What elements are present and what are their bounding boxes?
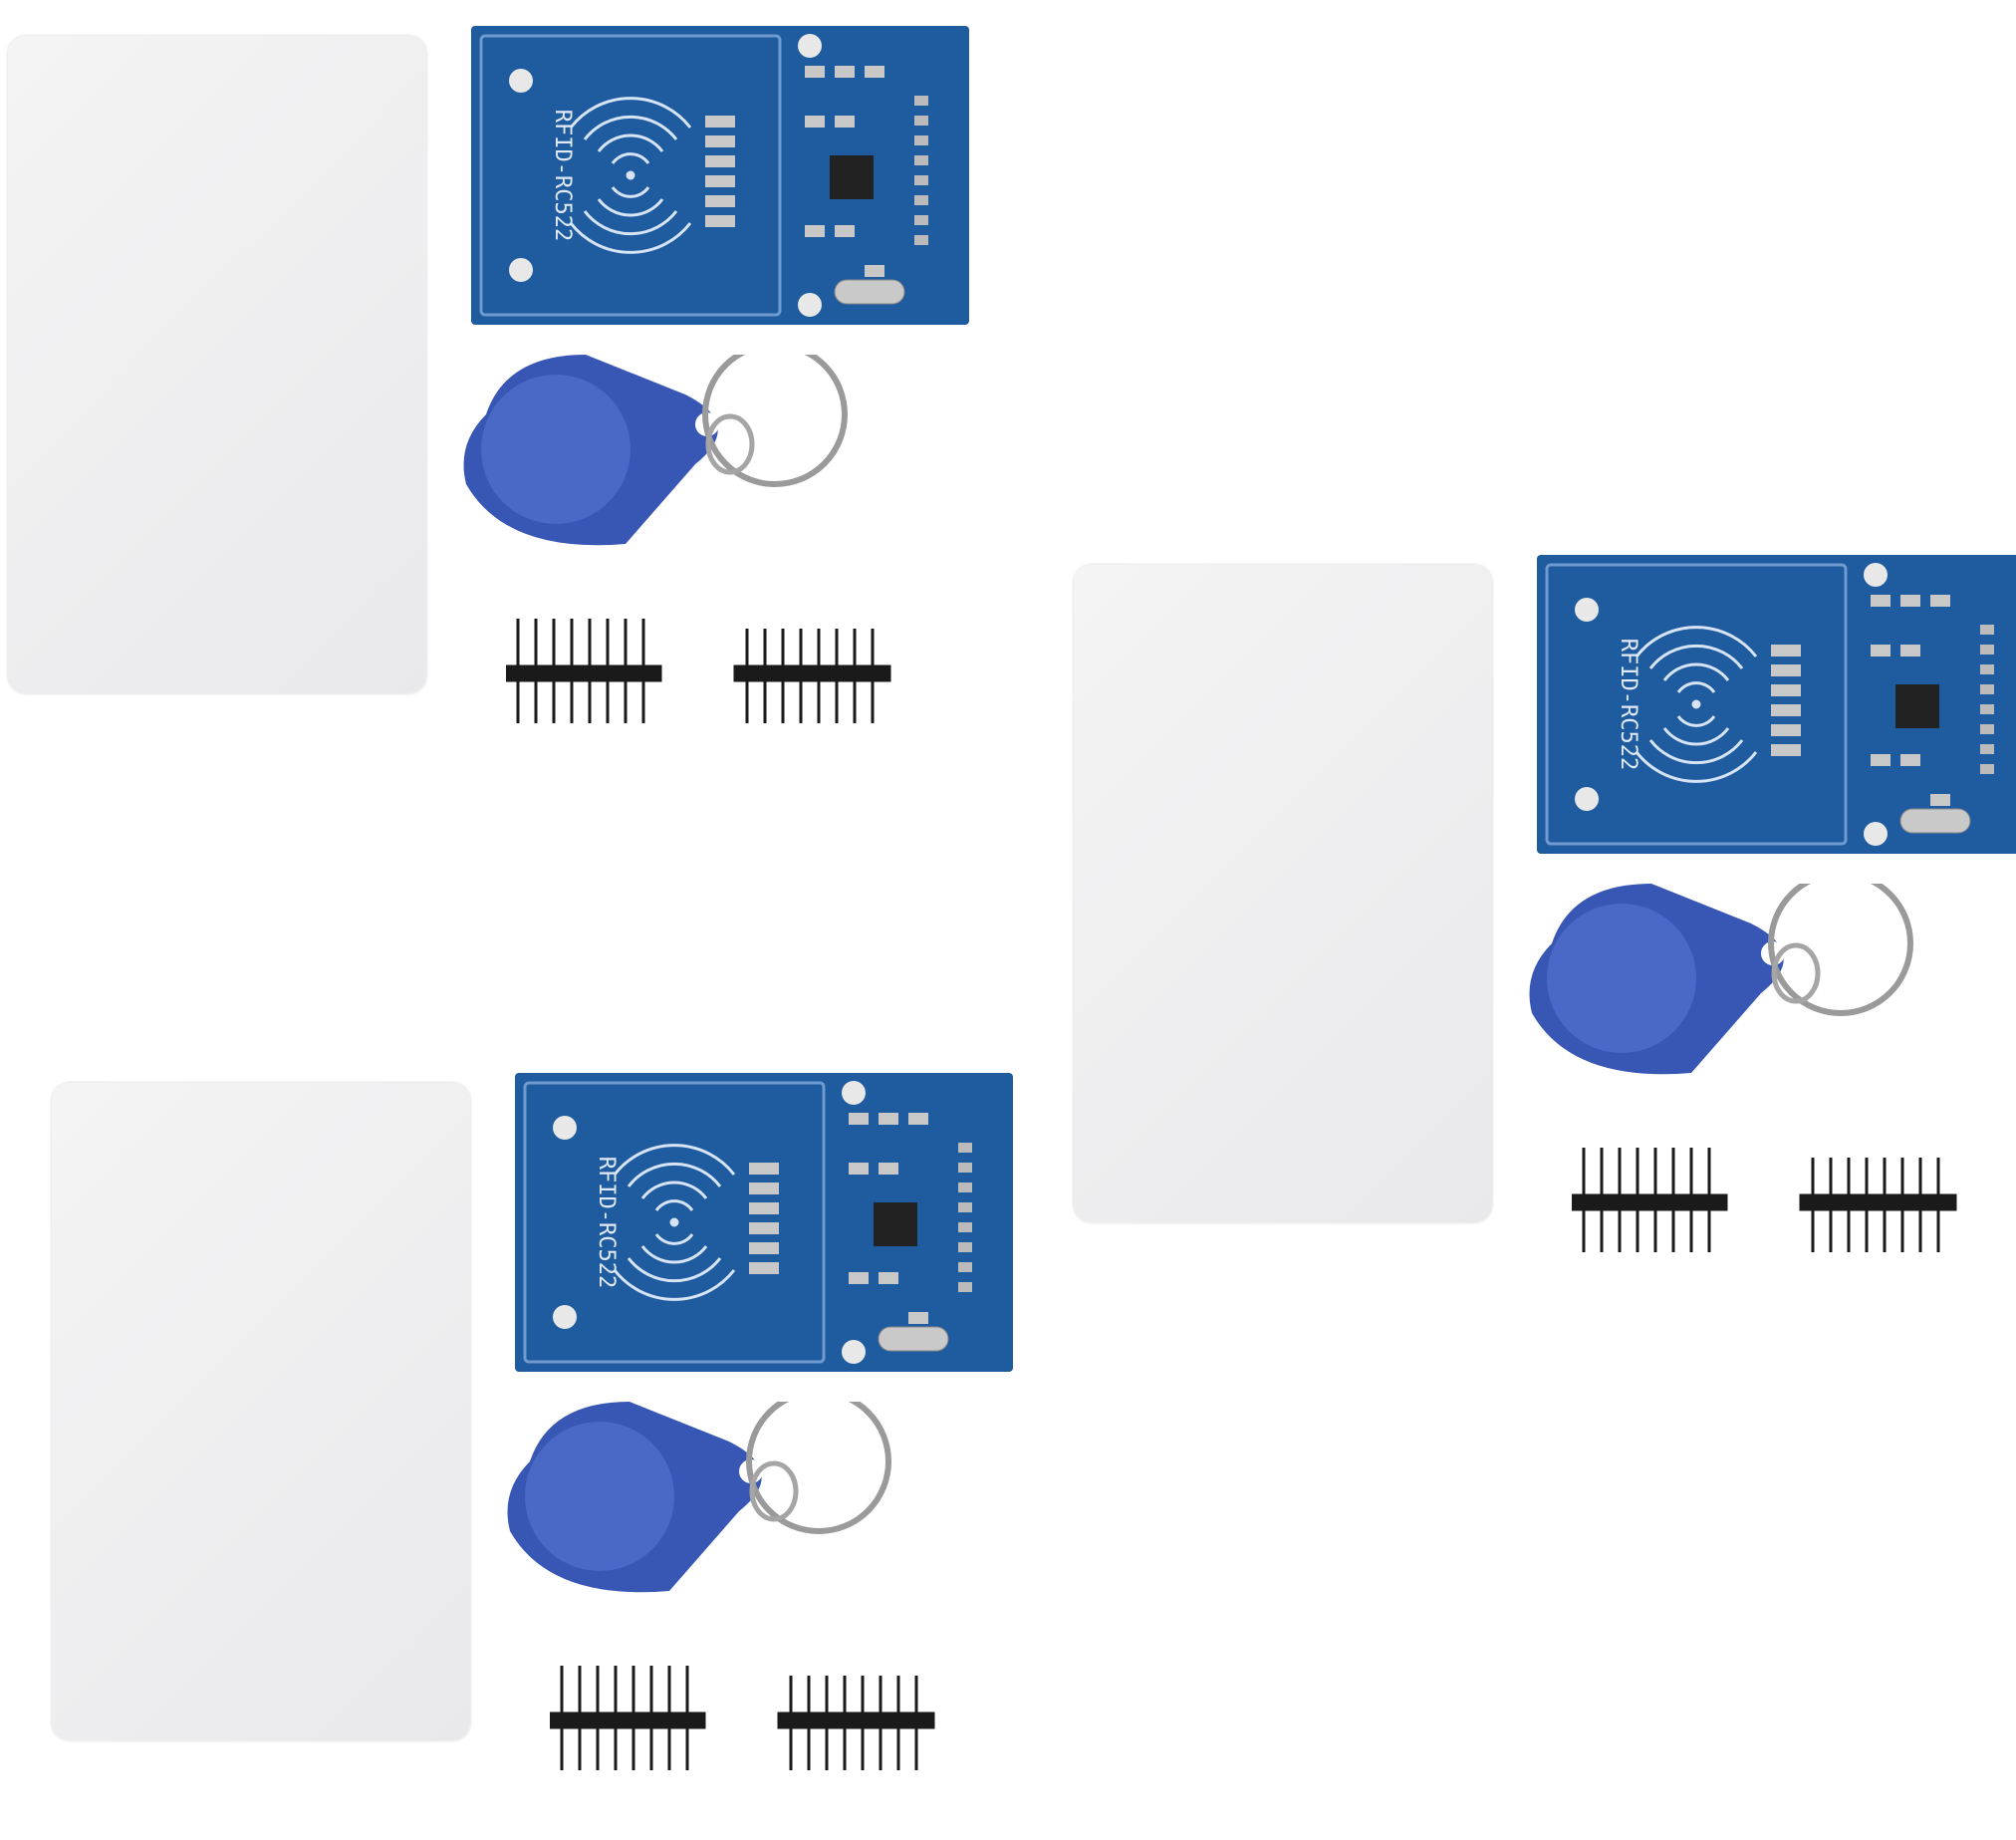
board-label: RFID-RC522 — [594, 1157, 619, 1288]
blank-rfid-card — [1074, 565, 1492, 1222]
pin-headers — [1572, 1148, 1990, 1262]
rfid-kit-top-left: RFID-RC522 — [8, 26, 1004, 793]
rfid-kit-right: RFID-RC522 — [1074, 555, 2016, 1322]
rfid-keyfob — [490, 1402, 968, 1601]
blank-rfid-card — [8, 36, 426, 693]
pin-headers — [506, 619, 924, 733]
rfid-keyfob — [446, 355, 924, 554]
rfid-keyfob — [1512, 884, 1990, 1083]
rfid-rc522-board: RFID-RC522 — [471, 26, 969, 325]
board-label: RFID-RC522 — [550, 110, 575, 241]
board-label: RFID-RC522 — [1616, 639, 1640, 770]
rfid-rc522-board: RFID-RC522 — [1537, 555, 2016, 854]
pin-headers — [550, 1666, 968, 1780]
rfid-kit-bottom-left: RFID-RC522 — [52, 1073, 1048, 1840]
rfid-rc522-board: RFID-RC522 — [515, 1073, 1013, 1372]
blank-rfid-card — [52, 1083, 470, 1740]
